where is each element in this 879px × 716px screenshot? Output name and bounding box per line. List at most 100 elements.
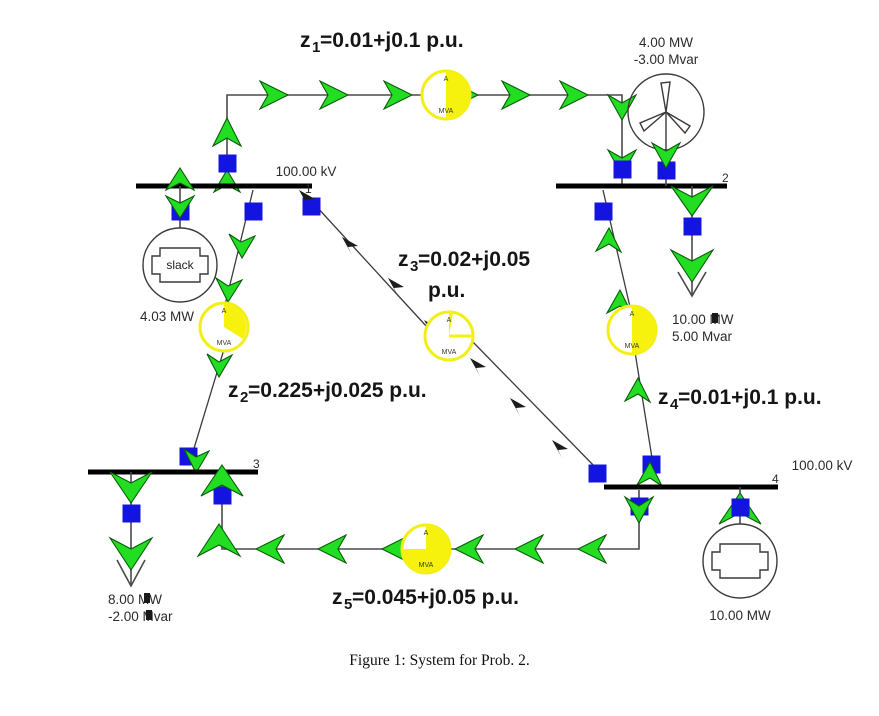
label-z4-sym: z [658, 386, 669, 409]
turbine-blade-icon [665, 111, 692, 135]
gauge-z2[interactable]: A MVA [198, 301, 250, 353]
label-z2-sub: 2 [240, 389, 248, 406]
bus-3-number: 3 [253, 457, 260, 471]
flow-arrow-icon [214, 276, 244, 304]
label-z4-expr: =0.01+j0.1 p.u. [678, 386, 822, 409]
flow-arrow-icon [669, 248, 715, 284]
gauge-z5-top-label: A [424, 530, 429, 537]
flow-arrow-icon [254, 533, 286, 565]
flow-arrow-icon [228, 233, 257, 260]
bus-2-number: 2 [722, 171, 729, 185]
bus-1-voltage: 100.00 kV [276, 164, 337, 179]
label-z1-sym: z [300, 29, 311, 52]
gauge-z3[interactable]: A MVA [423, 310, 475, 362]
flow-arrow-icon [558, 79, 590, 111]
flow-arrow-icon [316, 533, 348, 565]
label-z2-sym: z [228, 379, 239, 402]
label-z1-sub: 1 [312, 39, 320, 56]
machine-winding-icon [711, 543, 769, 579]
flow-arrow-icon [211, 116, 243, 148]
slack-label: slack [166, 258, 194, 272]
label-z5-expr: =0.045+j0.05 p.u. [352, 586, 519, 609]
slack-generator[interactable]: slack 4.03 MW [140, 166, 218, 324]
gauge-z2-bottom-label: MVA [217, 340, 232, 347]
flow-arrow-icon [623, 376, 652, 404]
flow-arrow-icon [650, 141, 682, 170]
z3-conductor [315, 205, 599, 471]
flow-arrow-icon [635, 460, 664, 488]
slack-generator-output: 4.03 MW [140, 309, 194, 324]
flow-arrow-icon [670, 185, 714, 217]
figure-caption: Figure 1: System for Prob. 2. [349, 652, 530, 669]
direction-tick-icon [342, 237, 358, 255]
gauge-z4-top-label: A [630, 311, 635, 318]
label-z5-sub: 5 [344, 596, 352, 613]
gauge-z3-bottom-label: MVA [442, 349, 457, 356]
gauge-z1-bottom-label: MVA [439, 108, 454, 115]
text-artifact-glyph [712, 313, 718, 323]
gauge-z4-fill [632, 306, 656, 354]
label-z3-sub: 3 [410, 258, 418, 275]
breaker-z3-bus1[interactable] [302, 197, 321, 216]
flow-arrow-icon [164, 194, 196, 220]
breaker-z4-bus2[interactable] [594, 202, 613, 221]
wind-generator[interactable]: 4.00 MW -3.00 Mvar [627, 35, 705, 186]
breaker-z2-bus1[interactable] [244, 202, 263, 221]
breaker-z1-bus1[interactable] [218, 154, 237, 173]
gauge-z4[interactable]: A MVA [606, 304, 658, 356]
machine-winding-icon [151, 247, 209, 283]
label-z2: z 2 =0.225+j0.025 p.u. [228, 379, 427, 406]
flow-arrow-icon [196, 522, 242, 558]
gauge-z4-bottom-label: MVA [625, 343, 640, 350]
breaker-load-bus2[interactable] [683, 217, 702, 236]
text-artifact-glyph [144, 593, 150, 603]
gauge-z5-fill [402, 525, 450, 573]
load-bus3-mw: 8.00 MW [108, 592, 162, 607]
gauge-z5[interactable]: A MVA [400, 523, 452, 575]
load-bus3[interactable]: 8.00 MW -2.00 Mvar [108, 471, 173, 624]
breaker-z3-bus4[interactable] [588, 464, 607, 483]
flow-arrow-icon [258, 79, 290, 111]
breaker-load-bus3[interactable] [122, 504, 141, 523]
flow-arrow-icon [513, 533, 545, 565]
flow-arrow-icon [108, 536, 154, 572]
gauge-z1[interactable]: A MVA [420, 69, 472, 121]
breaker-z5-bus3[interactable] [213, 486, 232, 505]
wind-generator-mw: 4.00 MW [639, 35, 693, 50]
flow-arrow-icon [382, 79, 414, 111]
label-z3-sym: z [398, 248, 409, 271]
flow-arrow-icon [594, 226, 623, 254]
turbine-blade-icon [639, 111, 667, 133]
breaker-z1-bus2[interactable] [613, 160, 632, 179]
flow-arrow-icon [576, 533, 608, 565]
flow-arrow-icon [200, 464, 244, 497]
label-z1: z 1 =0.01+j0.1 p.u. [300, 29, 464, 56]
load-bus3-mvar: -2.00 Mvar [108, 609, 173, 624]
label-z1-expr: =0.01+j0.1 p.u. [320, 29, 464, 52]
bus-1-number: 1 [305, 182, 312, 196]
direction-tick-icon [510, 398, 526, 416]
bus-4-voltage: 100.00 kV [792, 458, 853, 473]
direction-tick-icon [388, 278, 404, 296]
direction-tick-icon [299, 190, 315, 208]
gauge-z1-fill [446, 71, 470, 119]
load-bus2-mw: 10.00 MW [672, 312, 734, 327]
label-z4-sub: 4 [670, 396, 679, 413]
bus-4-number: 4 [772, 472, 779, 486]
generator-bus4[interactable]: 10.00 MW [702, 487, 778, 623]
generator-bus4-symbol [702, 523, 778, 599]
turbine-blade-icon [660, 81, 671, 113]
flow-arrow-icon [164, 166, 196, 192]
load-bus2[interactable]: 10.00 MW 5.00 Mvar [669, 185, 734, 344]
wind-generator-mvar: -3.00 Mvar [634, 52, 699, 67]
flow-arrow-icon [623, 495, 655, 525]
flow-arrow-icon [206, 353, 234, 379]
flow-arrow-icon [318, 79, 350, 111]
label-z5-sym: z [332, 586, 343, 609]
label-z2-expr: =0.225+j0.025 p.u. [248, 379, 427, 402]
flow-arrow-icon [212, 168, 242, 194]
flow-arrow-icon [109, 471, 153, 504]
flow-arrow-icon [500, 79, 532, 111]
gauge-z3-top-label: A [447, 317, 452, 324]
breaker-gen-bus4[interactable] [731, 498, 750, 517]
